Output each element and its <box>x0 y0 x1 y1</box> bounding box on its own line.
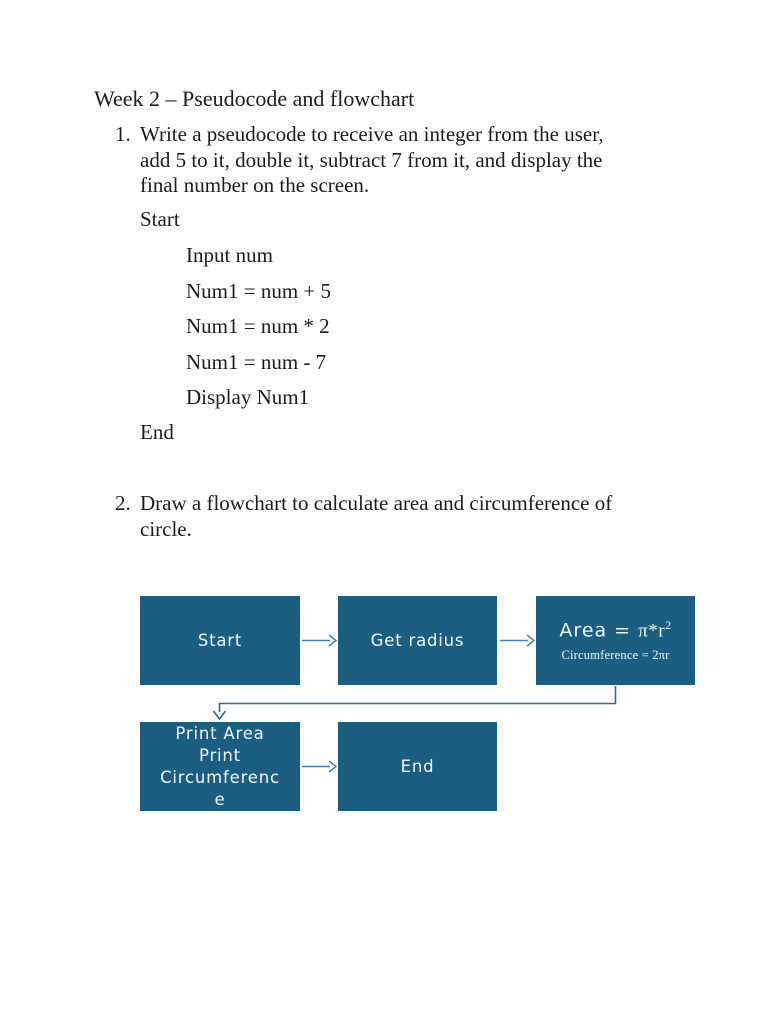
flowchart-node-print: Print Area Print Circumferenc e <box>140 722 300 811</box>
node-label: Print Area Print Circumferenc e <box>160 724 280 809</box>
pseudocode-end: End <box>140 420 174 444</box>
flowchart-node-get-radius: Get radius <box>338 596 497 685</box>
list-item-text: Draw a flowchart to calculate area and c… <box>140 491 613 541</box>
area-formula-math: π*r <box>638 620 666 642</box>
flowchart-node-area: Area = π*r2 Circumference = 2πr <box>536 596 695 685</box>
area-formula-prefix: Area = <box>559 619 639 642</box>
arrow-start-to-get-radius <box>302 634 338 647</box>
pseudocode-line: Num1 = num - 7 <box>186 350 327 374</box>
pseudocode-line: Num1 = num + 5 <box>186 279 332 303</box>
list-item-2: 2. Draw a flowchart to calculate area an… <box>115 491 612 542</box>
area-formula-exponent: 2 <box>665 617 672 632</box>
circumference-formula: Circumference = 2πr <box>561 648 670 663</box>
flowchart-node-start: Start <box>140 596 300 685</box>
page-title: Week 2 – Pseudocode and flowchart <box>94 86 415 111</box>
pseudocode-start: Start <box>140 207 180 231</box>
list-item-1: 1. Write a pseudocode to receive an inte… <box>115 122 604 199</box>
arrow-print-to-end <box>302 760 338 773</box>
list-item-text: Write a pseudocode to receive an integer… <box>140 122 604 197</box>
area-formula: Area = π*r2 <box>559 618 671 642</box>
node-label: End <box>400 757 435 776</box>
arrow-get-radius-to-area <box>500 634 536 647</box>
node-label: Get radius <box>370 631 465 650</box>
node-label: Start <box>197 631 243 650</box>
connector-area-to-print <box>212 686 617 721</box>
list-item-number: 1. <box>115 122 131 146</box>
flowchart-node-end: End <box>338 722 497 811</box>
pseudocode-line: Display Num1 <box>186 385 310 409</box>
pseudocode-line: Num1 = num * 2 <box>186 314 330 338</box>
pseudocode-line: Input num <box>186 243 273 267</box>
list-item-number: 2. <box>115 491 131 515</box>
